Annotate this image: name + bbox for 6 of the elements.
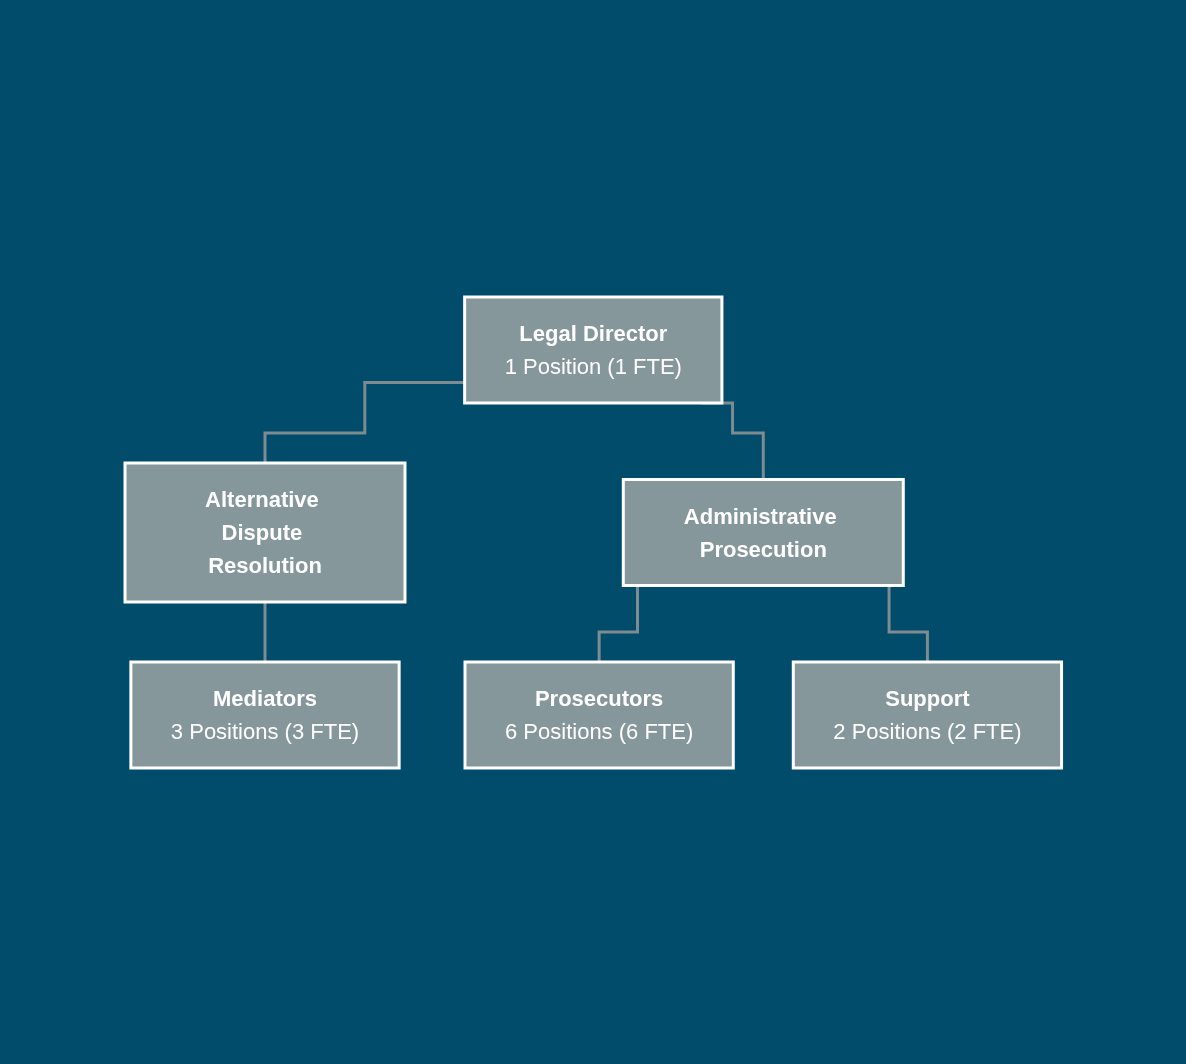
node-box: Legal Director 1 Position (1 FTE) <box>462 295 724 404</box>
node-box: Alternative Dispute Resolution <box>123 461 407 603</box>
node-box: Administrative Prosecution <box>621 477 905 587</box>
node-box: Mediators 3 Positions (3 FTE) <box>129 660 401 769</box>
node-box: Support 2 Positions (2 FTE) <box>791 660 1063 769</box>
node-box: Prosecutors 6 Positions (6 FTE) <box>463 660 735 769</box>
